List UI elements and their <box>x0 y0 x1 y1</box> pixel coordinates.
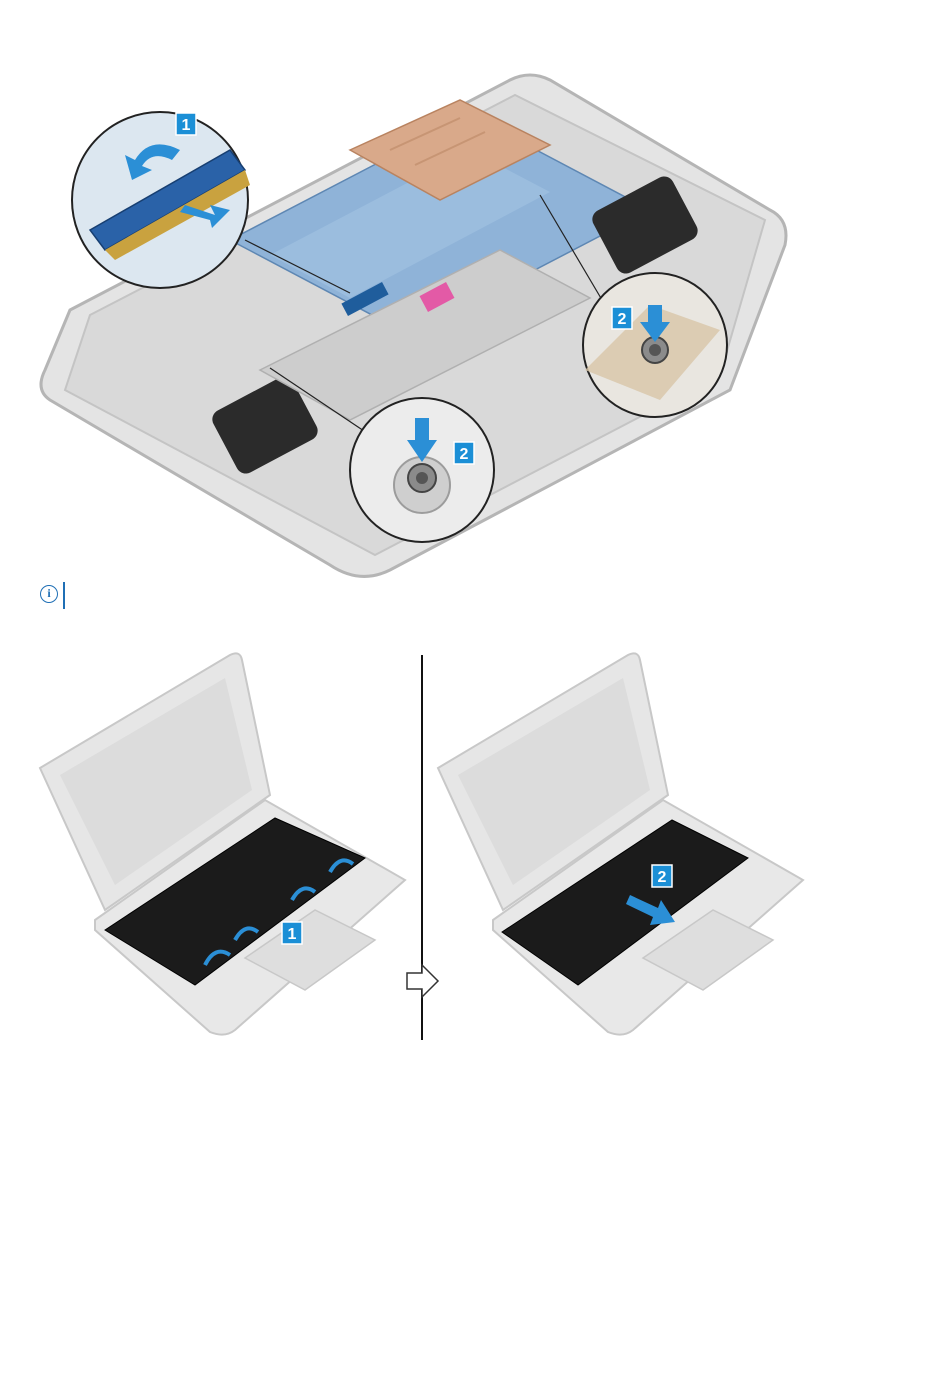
zoom-screw-right <box>583 273 727 417</box>
right-arrow-outline-icon <box>407 965 438 997</box>
svg-text:2: 2 <box>460 446 469 463</box>
callout-badge-1b: 1 <box>282 922 302 944</box>
callout-badge-2b: 2 <box>454 442 474 464</box>
zoom-connector <box>72 112 250 288</box>
laptop-left <box>40 653 405 1034</box>
laptop-right <box>438 653 803 1034</box>
svg-text:2: 2 <box>658 869 667 886</box>
note-bar <box>63 582 65 609</box>
info-icon: i <box>40 585 58 603</box>
note-marker: i <box>38 580 98 612</box>
svg-text:2: 2 <box>618 311 627 328</box>
zoom-screw-left <box>350 398 494 542</box>
keyboard-removal-illustration: 1 2 <box>30 640 830 1060</box>
callout-badge-2c: 2 <box>652 865 672 887</box>
svg-text:1: 1 <box>288 926 297 943</box>
callout-badge-2a: 2 <box>612 307 632 329</box>
svg-text:1: 1 <box>182 117 191 134</box>
callout-badge-1: 1 <box>176 113 196 135</box>
system-board-illustration: 1 2 2 <box>30 60 830 580</box>
